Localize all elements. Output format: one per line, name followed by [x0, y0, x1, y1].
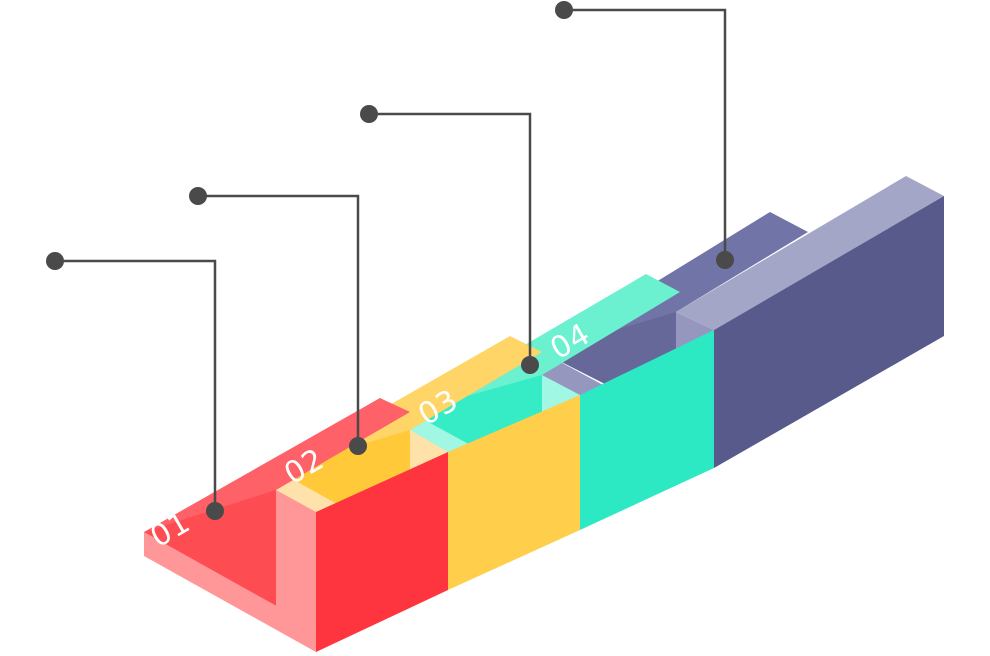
step-03-side-face	[580, 330, 714, 530]
step-02-end-dot	[189, 187, 207, 205]
step-01-riser-front	[276, 490, 316, 628]
step-02-anchor-dot	[349, 437, 367, 455]
step-04-side-face	[714, 196, 944, 468]
step-04-end-dot	[555, 1, 573, 19]
step-01-connector	[46, 252, 224, 520]
step-01-leader-line	[55, 259, 217, 511]
step-04-anchor-dot	[716, 251, 734, 269]
step-01-block	[144, 398, 448, 652]
step-04-connector	[555, 1, 734, 269]
step-03-connector	[360, 105, 539, 374]
step-02-leader-line	[198, 194, 360, 446]
step-01-end-dot	[46, 252, 64, 270]
step-01-front-edge	[144, 532, 316, 652]
step-01-side-face	[316, 452, 448, 652]
step-01-floor-shadow	[144, 490, 276, 606]
step-02-connector	[189, 187, 367, 455]
step-03-leader-line	[369, 112, 532, 365]
step-04-riser-cap	[676, 176, 944, 330]
step-03-anchor-dot	[521, 356, 539, 374]
step-02-side-face	[448, 395, 580, 590]
step-04-leader-line	[564, 8, 727, 260]
step-01-anchor-dot	[206, 502, 224, 520]
step-03-end-dot	[360, 105, 378, 123]
